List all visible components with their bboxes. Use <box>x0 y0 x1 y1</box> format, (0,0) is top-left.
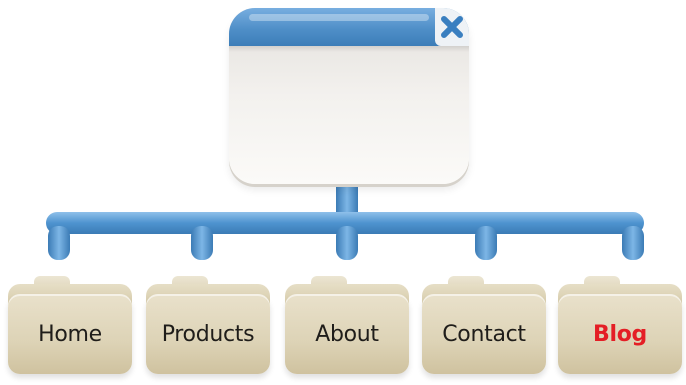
connector-drop-about <box>336 226 358 260</box>
folder-icon: About <box>285 294 409 374</box>
nav-item-label: About <box>315 321 379 347</box>
folder-home[interactable]: Home <box>8 276 132 376</box>
browser-window-icon <box>229 8 469 184</box>
window-titlebar <box>229 8 469 46</box>
connector-stem <box>336 182 358 220</box>
nav-item-label: Contact <box>442 321 526 347</box>
connector-bar <box>46 212 644 234</box>
folder-contact[interactable]: Contact <box>422 276 546 376</box>
connector-drop-contact <box>475 226 497 260</box>
close-button[interactable] <box>435 8 469 46</box>
folder-products[interactable]: Products <box>146 276 270 376</box>
folder-icon: Products <box>146 294 270 374</box>
close-icon <box>441 16 463 38</box>
connector-drop-home <box>48 226 70 260</box>
folder-icon: Home <box>8 294 132 374</box>
folder-icon: Blog <box>558 294 682 374</box>
folder-blog[interactable]: Blog <box>558 276 682 376</box>
nav-item-label-active: Blog <box>593 321 647 347</box>
folder-icon: Contact <box>422 294 546 374</box>
connector-drop-products <box>191 226 213 260</box>
nav-item-label: Products <box>161 321 255 347</box>
folder-about[interactable]: About <box>285 276 409 376</box>
nav-item-label: Home <box>38 321 102 347</box>
connector-drop-blog <box>622 226 644 260</box>
